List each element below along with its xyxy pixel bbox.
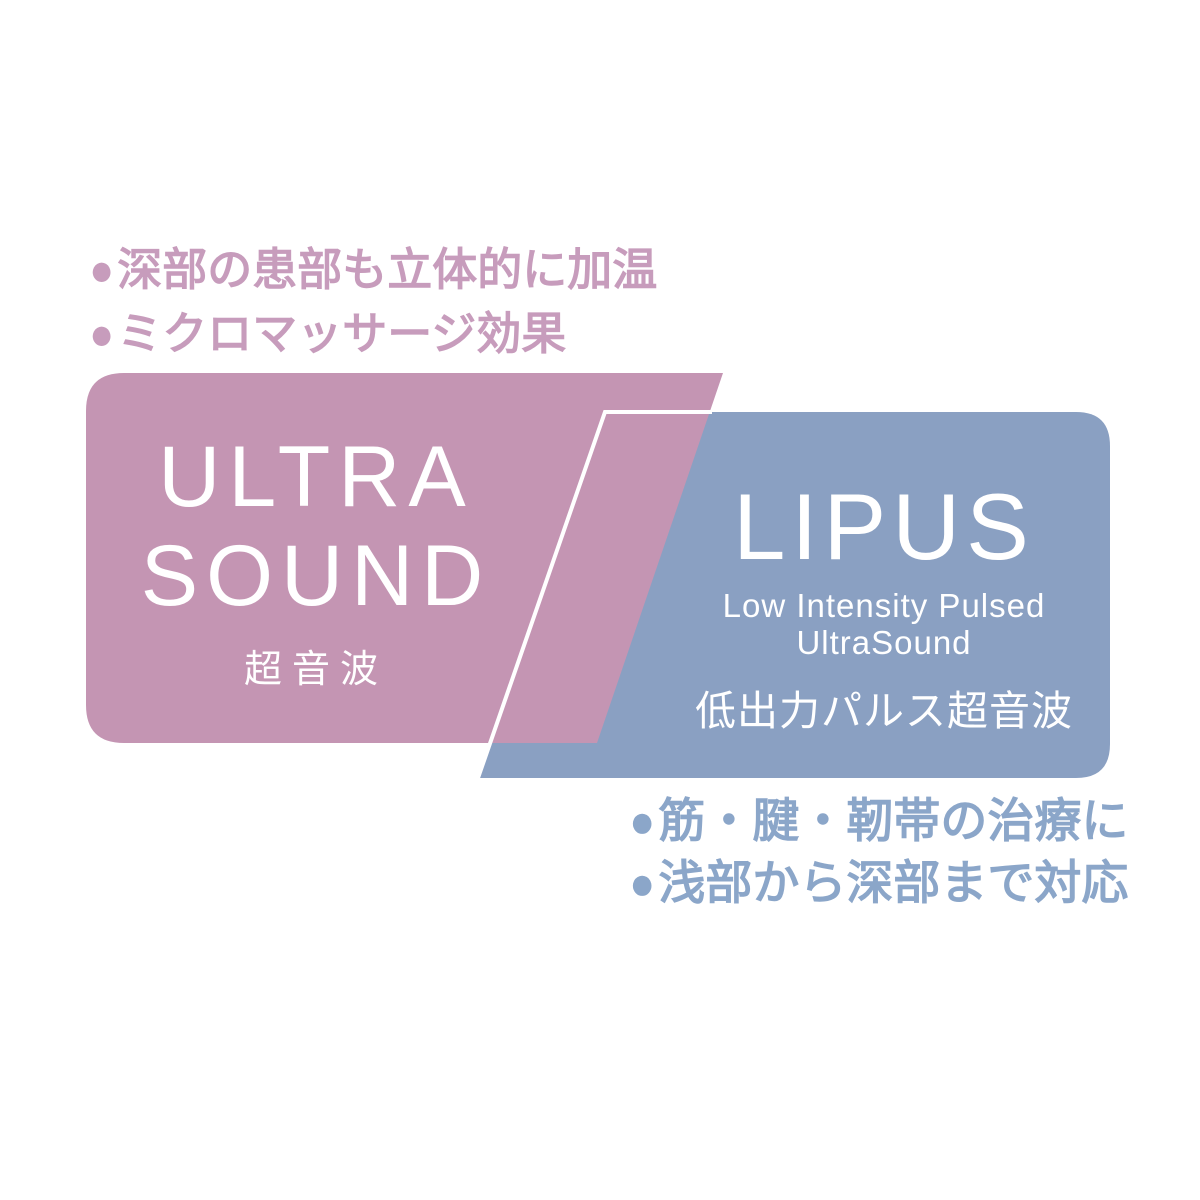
bullet-icon: ● [629, 794, 656, 847]
bullet-icon: ● [629, 856, 656, 909]
bullet-icon: ● [89, 308, 115, 359]
ultrasound-feature-list: ●深部の患部も立体的に加温 ●ミクロマッサージ効果 [88, 238, 657, 366]
feature-item: ●浅部から深部まで対応 [628, 852, 1128, 914]
feature-text: 浅部から深部まで対応 [658, 856, 1129, 909]
ultrasound-panel: ULTRA SOUND 超音波 [86, 428, 546, 692]
feature-item: ●ミクロマッサージ効果 [88, 302, 657, 366]
ultrasound-title-line1: ULTRA [158, 429, 474, 525]
feature-item: ●深部の患部も立体的に加温 [88, 238, 657, 302]
ultrasound-panel-shape [86, 373, 723, 743]
feature-item: ●筋・腱・靭帯の治療に [628, 790, 1128, 852]
ultrasound-title: ULTRA SOUND [86, 428, 546, 626]
lipus-subtitle-en-line2: UltraSound [796, 624, 972, 661]
feature-text: 深部の患部も立体的に加温 [117, 244, 658, 295]
lipus-feature-list: ●筋・腱・靭帯の治療に ●浅部から深部まで対応 [628, 790, 1128, 914]
lipus-subtitle-en-line1: Low Intensity Pulsed [722, 587, 1046, 624]
lipus-title: LIPUS [733, 474, 1035, 579]
lipus-panel: LIPUS Low Intensity Pulsed UltraSound 低出… [658, 475, 1110, 735]
lipus-subtitle-en: Low Intensity Pulsed UltraSound [658, 587, 1110, 661]
lipus-subtitle-jp: 低出力パルス超音波 [695, 688, 1073, 734]
ultrasound-subtitle-jp: 超音波 [243, 649, 388, 691]
feature-text: ミクロマッサージ効果 [117, 308, 567, 359]
feature-text: 筋・腱・靭帯の治療に [658, 794, 1129, 847]
ultrasound-title-line2: SOUND [140, 528, 492, 624]
panel-divider-line [476, 410, 712, 779]
bullet-icon: ● [89, 244, 115, 295]
